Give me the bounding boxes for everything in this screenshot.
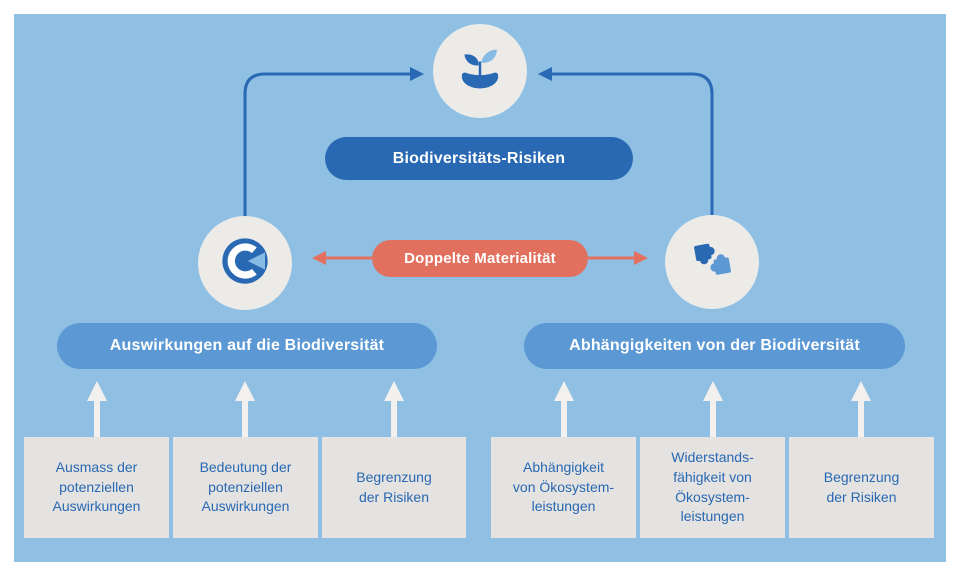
impact-box-extent: Ausmass der potenziellen Auswirkungen: [24, 437, 169, 538]
dependency-box-resilience: Widerstands- fähigkeit von Ökosystem- le…: [640, 437, 785, 538]
double-materiality-pill: Doppelte Materialität: [372, 240, 588, 277]
dependency-box-risk-limitation: Begrenzung der Risiken: [789, 437, 934, 538]
risk-pill: Biodiversitäts-Risiken: [325, 137, 633, 180]
dependency-box-ecosystem-services: Abhängigkeit von Ökosystem- leistungen: [491, 437, 636, 538]
impacts-pill: Auswirkungen auf die Biodiversität: [57, 323, 437, 369]
dependencies-pill: Abhängigkeiten von der Biodiversität: [524, 323, 905, 369]
hand-plant-icon: [450, 39, 510, 104]
impact-box-risk-limitation: Begrenzung der Risiken: [322, 437, 466, 538]
puzzle-icon: [681, 229, 743, 296]
impact-box-significance: Bedeutung der potenziellen Auswirkungen: [173, 437, 318, 538]
biodiversity-risk-node: [433, 24, 527, 118]
impact-target-icon: [213, 229, 277, 298]
dependencies-node: [665, 215, 759, 309]
impacts-node: [198, 216, 292, 310]
